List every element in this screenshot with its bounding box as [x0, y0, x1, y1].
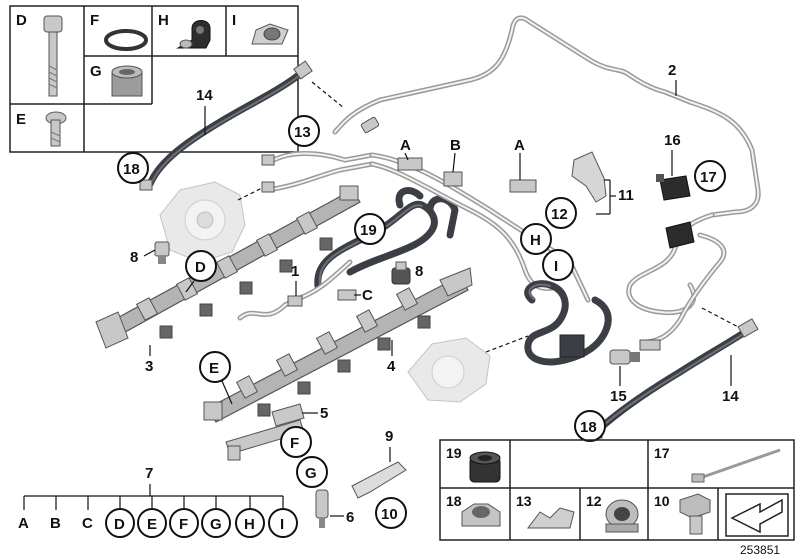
- callout-I: I: [554, 258, 558, 275]
- kit-item-E: E: [147, 516, 157, 533]
- kit-item-I: I: [280, 516, 284, 533]
- callout-11: 11: [618, 187, 634, 204]
- injector-rail-3: [95, 185, 361, 349]
- pipe-set-13: [261, 151, 375, 193]
- pressure-sensor-8-left: [154, 241, 170, 264]
- injector-ports-upper: [135, 211, 333, 339]
- bolt-long-icon: [43, 15, 63, 97]
- cable-tie-icon: [691, 448, 781, 483]
- legend-label-F: F: [90, 12, 99, 29]
- clamp-A-part-2: [509, 179, 537, 193]
- pipe-clip-icon: [527, 507, 575, 529]
- hex-bolt-icon: [679, 493, 711, 535]
- bracket-9: [351, 461, 407, 499]
- callout-8-left: 8: [130, 249, 138, 266]
- injector-retainer-5: [225, 403, 305, 461]
- callout-A-1: A: [400, 137, 411, 154]
- legend-bottom-right: 19 17 18 13 12 10: [439, 439, 795, 541]
- bracket-12-part: [571, 151, 607, 203]
- legend-label-G: G: [90, 63, 102, 80]
- callout-8-middle: 8: [415, 263, 423, 280]
- callout-5: 5: [320, 405, 328, 422]
- bolt-short-icon: [45, 111, 67, 147]
- bushing-icon: [111, 65, 143, 97]
- legend-label-I: I: [232, 12, 236, 29]
- kit-7-tree: 7 A B C D E F G H I: [18, 465, 298, 538]
- callout-4: 4: [387, 358, 396, 375]
- kit-item-A: A: [18, 515, 29, 532]
- callout-H: H: [530, 232, 541, 249]
- injector-rail-4: [203, 267, 473, 423]
- fuel-hose-14-upper: [139, 60, 313, 191]
- callout-3: 3: [145, 358, 153, 375]
- kit-7-label: 7: [145, 465, 153, 482]
- callout-1: 1: [291, 263, 299, 280]
- callout-9: 9: [385, 428, 393, 445]
- callout-E: E: [209, 360, 219, 377]
- kit-item-B: B: [50, 515, 61, 532]
- fuel-pump-ghost-lower: [407, 337, 491, 403]
- callout-F: F: [290, 435, 299, 452]
- injector-ports-lower: [235, 287, 431, 417]
- callout-6: 6: [346, 509, 354, 526]
- kit-item-G: G: [210, 516, 222, 533]
- hose-clip-icon: [461, 503, 501, 527]
- kit-item-D: D: [114, 516, 125, 533]
- callout-15: 15: [610, 388, 627, 405]
- callout-18-lower: 18: [580, 419, 597, 436]
- rubber-clamp-icon: [176, 20, 211, 49]
- callout-16: 16: [664, 132, 681, 149]
- fuel-hose-14-lower: [587, 318, 759, 439]
- arrow-symbol-icon: [725, 493, 789, 537]
- o-ring-icon: [104, 29, 148, 51]
- callout-10: 10: [381, 506, 398, 523]
- callout-A-2: A: [514, 137, 525, 154]
- callout-2: 2: [668, 62, 676, 79]
- legend-label-E: E: [16, 111, 26, 128]
- callout-19: 19: [360, 222, 377, 239]
- kit-item-F: F: [179, 516, 188, 533]
- legend-label-10: 10: [654, 493, 670, 509]
- callout-14-lower: 14: [722, 388, 739, 405]
- legend-label-19: 19: [446, 445, 462, 461]
- callout-14-upper: 14: [196, 87, 213, 104]
- right-pipe-bundle: [626, 212, 727, 351]
- callout-D: D: [195, 259, 206, 276]
- pressure-sensor-8-middle: [391, 261, 411, 285]
- kit-item-H: H: [244, 516, 255, 533]
- legend-label-13: 13: [516, 493, 532, 509]
- callout-17-main: 17: [700, 169, 717, 186]
- callout-12-main: 12: [551, 206, 568, 223]
- hose-19: [314, 187, 459, 290]
- callout-G: G: [305, 465, 317, 482]
- legend-label-17: 17: [654, 445, 670, 461]
- fuel-pressure-sensor-16: [656, 174, 691, 201]
- legend-label-H: H: [158, 12, 169, 29]
- legend-label-18: 18: [446, 493, 462, 509]
- clamp-A-part-1: [397, 157, 423, 171]
- injector-6: [315, 489, 329, 528]
- clamp-icon: [605, 499, 639, 533]
- grommet-icon: [469, 451, 501, 483]
- pipe-clamp-icon: [251, 23, 289, 45]
- callout-13: 13: [294, 124, 311, 141]
- fuel-pipe-1: [237, 259, 353, 321]
- connector-15: [609, 349, 640, 365]
- high-pressure-pump-ghost: [159, 181, 246, 263]
- callout-18-upper: 18: [123, 161, 140, 178]
- callout-B: B: [450, 137, 461, 154]
- reference-number: 253851: [740, 543, 780, 557]
- clamp-C-part: [337, 289, 357, 301]
- clamp-B-part: [443, 171, 463, 187]
- kit-item-C: C: [82, 515, 93, 532]
- legend-label-D: D: [16, 12, 27, 29]
- fuel-line-2: [332, 15, 761, 218]
- hose-loop-center: [524, 280, 612, 366]
- legend-label-12: 12: [586, 493, 602, 509]
- legend-top-left: D E F G H I: [9, 5, 299, 153]
- callout-C: C: [362, 287, 373, 304]
